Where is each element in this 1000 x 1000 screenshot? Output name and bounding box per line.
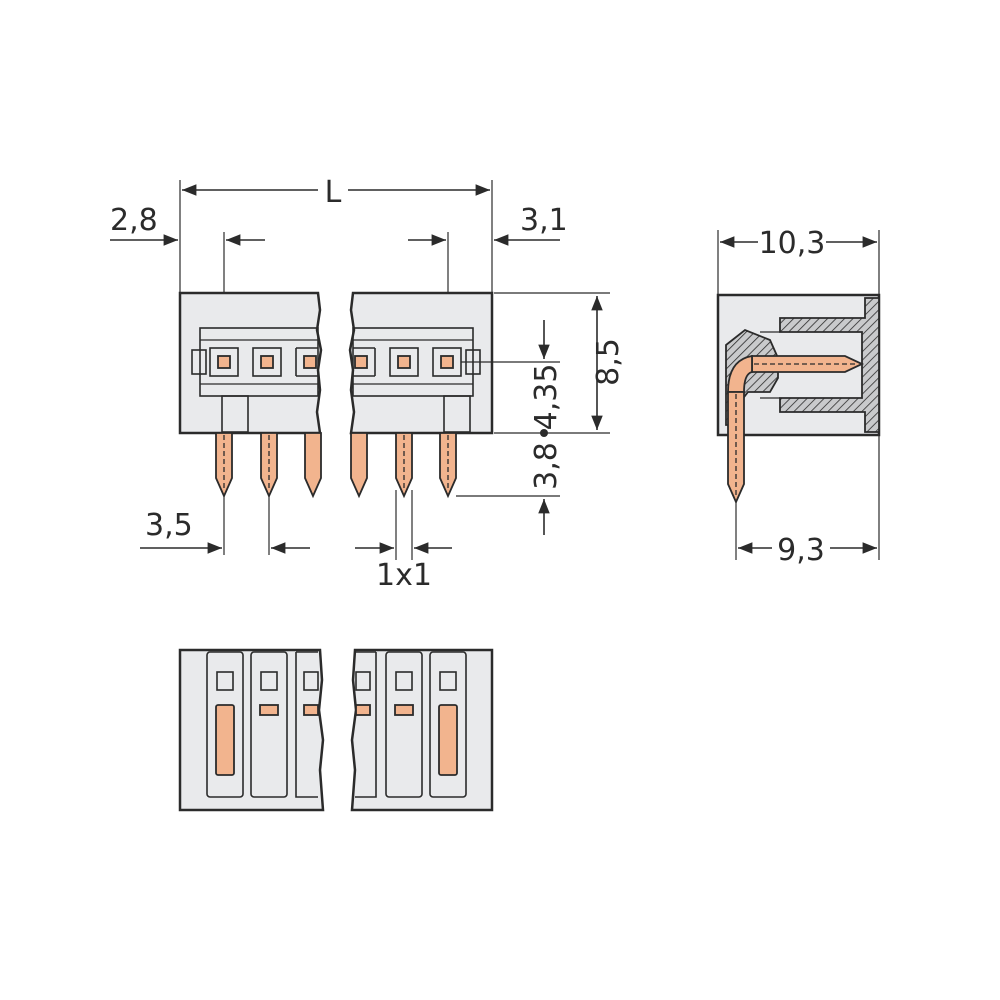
pitch-dimension-label: 3,5 [145, 508, 193, 543]
left-offset-dimension-label: 2,8 [110, 203, 158, 238]
right-offset-dimension-label: 3,1 [520, 203, 568, 238]
side-view: 10,3 9,3 [716, 226, 881, 568]
front-view: L 2,8 3,1 [110, 175, 626, 593]
pin-pads [209, 347, 462, 377]
bottom-view [178, 648, 494, 812]
pin-rail [191, 327, 481, 433]
pin-section-dimension-label: 1x1 [376, 558, 432, 593]
height-dimension-label: 8,5 [591, 338, 626, 386]
housing-left-section [178, 291, 323, 435]
side-depth-dimension-label: 10,3 [759, 226, 826, 261]
length-dimension-label: L [325, 175, 342, 210]
side-pin-depth-dimension-label: 9,3 [777, 533, 825, 568]
pin-center-height-dimension-label: 4,35 [529, 364, 564, 431]
connector-pins [215, 432, 457, 499]
pin-length-dimension-label: 3,8 [529, 442, 564, 490]
